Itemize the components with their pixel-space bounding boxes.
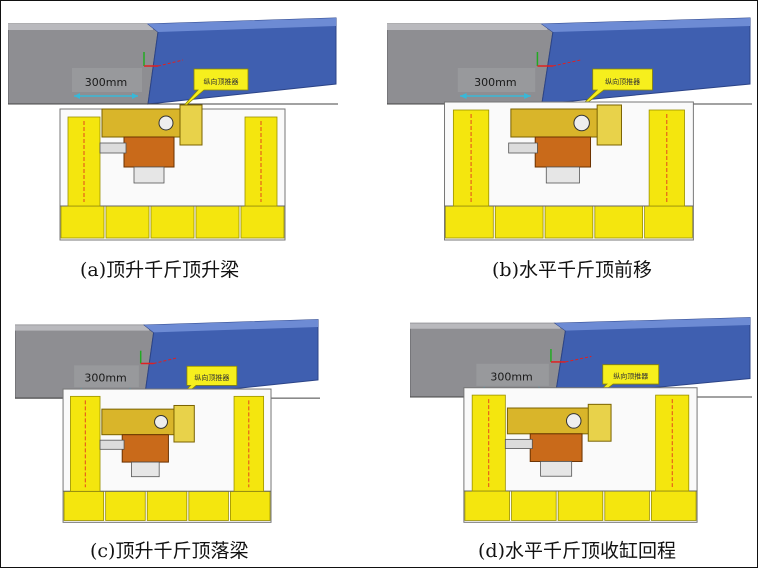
diagram-a: 300mm 纵向顶推器 — [8, 17, 338, 241]
girder: 300mm — [15, 319, 320, 399]
base-block — [150, 205, 195, 239]
guide-rod — [508, 142, 538, 154]
jack-cylinder — [534, 136, 592, 168]
base-block — [445, 205, 494, 239]
guide-rod — [99, 439, 125, 450]
callout-label: 纵向顶推器 — [204, 77, 239, 86]
girder-top-edge — [410, 323, 561, 329]
horizontal-jack — [173, 404, 195, 443]
diagram-b: 300mm 纵向顶推器 — [387, 17, 752, 241]
pusher-assembly — [99, 104, 203, 184]
pin-joint — [565, 413, 582, 429]
base-block — [594, 205, 644, 239]
base-block — [464, 490, 510, 521]
caption-c: (c)顶升千斤顶落梁 — [90, 540, 249, 562]
girder: 300mm — [8, 17, 338, 105]
caption-a: (a)顶升千斤顶升梁 — [80, 259, 240, 281]
base-block — [651, 490, 697, 521]
base-block — [557, 490, 604, 521]
base-block — [494, 205, 544, 239]
pusher-assembly — [99, 404, 195, 478]
dimension-box — [72, 68, 142, 92]
slide-shoe — [540, 461, 573, 477]
axis-dash — [565, 355, 592, 363]
pin-joint — [154, 414, 169, 429]
base-block — [544, 205, 594, 239]
base-block — [105, 490, 146, 521]
slide-shoe — [545, 166, 580, 184]
girder-top-edge — [387, 24, 548, 30]
base-block — [146, 490, 188, 521]
base-block — [188, 490, 229, 521]
girder-top-edge — [15, 325, 150, 331]
panel-a: 300mm 纵向顶推器 — [8, 14, 338, 244]
base-block — [511, 490, 557, 521]
girder-blue-top — [541, 18, 750, 32]
callout-label: 纵向顶推器 — [605, 77, 640, 86]
axis-dash — [157, 59, 184, 67]
base-block — [195, 205, 240, 239]
base-block — [644, 205, 693, 239]
pusher-assembly — [508, 104, 622, 184]
base-block — [105, 205, 150, 239]
left-vertical-jack — [67, 116, 101, 207]
diagram-c: 300mm 纵向顶推器 — [15, 319, 320, 523]
girder-gray-face — [15, 324, 155, 399]
girder-blue-top — [555, 317, 750, 331]
pin-joint — [158, 115, 174, 131]
girder-blue-top — [148, 18, 336, 32]
panel-b: 300mm 纵向顶推器 — [387, 14, 752, 244]
horizontal-jack — [179, 104, 203, 146]
dimension-arrow-right — [132, 93, 138, 99]
dimension-arrow-left — [74, 93, 80, 99]
dimension-box — [74, 365, 139, 388]
base-block — [604, 490, 650, 521]
dimension-arrow-left — [460, 93, 467, 99]
base-block — [63, 490, 105, 521]
callout-label: 纵向顶推器 — [613, 372, 648, 381]
panel-d: 300mm 纵向顶推器 — [410, 314, 752, 526]
guide-rod — [504, 438, 533, 449]
dimension-arrow-right — [524, 93, 531, 99]
slide-shoe — [131, 461, 160, 478]
bearing-plate — [506, 407, 604, 435]
guide-rod — [99, 142, 127, 154]
dimension-box — [457, 68, 536, 92]
horizontal-jack — [596, 104, 622, 146]
callout-label: 纵向顶推器 — [194, 373, 229, 382]
girder-top-edge — [8, 24, 153, 30]
caption-d: (d)水平千斤顶收缸回程 — [478, 540, 676, 562]
dimension-label: 300mm — [474, 76, 516, 89]
dimension-box — [476, 363, 549, 386]
caption-b: (b)水平千斤顶前移 — [492, 259, 652, 281]
dimension-label: 300mm — [490, 370, 532, 383]
right-vertical-jack — [244, 116, 278, 207]
slide-shoe — [133, 166, 165, 184]
diagram-d: 300mm 纵向顶推器 — [410, 317, 752, 523]
girder-blue-top — [144, 319, 318, 333]
callout-shape — [175, 68, 249, 115]
jack-cylinder — [529, 433, 583, 462]
jack-cylinder — [121, 434, 169, 463]
panel-c: 300mm 纵向顶推器 — [15, 316, 320, 526]
horizontal-jack — [587, 403, 612, 442]
jack-cylinder — [123, 136, 175, 168]
base-block — [230, 490, 271, 521]
dimension-label: 300mm — [85, 76, 127, 89]
callout: 纵向顶推器 — [175, 68, 249, 115]
base-block — [240, 205, 285, 239]
dimension-label: 300mm — [84, 372, 126, 385]
axis-dash — [153, 357, 177, 364]
pin-joint — [573, 114, 590, 132]
girder: 300mm — [387, 17, 752, 105]
girder: 300mm — [410, 317, 752, 398]
pusher-assembly — [504, 403, 612, 477]
base-block — [60, 205, 105, 239]
